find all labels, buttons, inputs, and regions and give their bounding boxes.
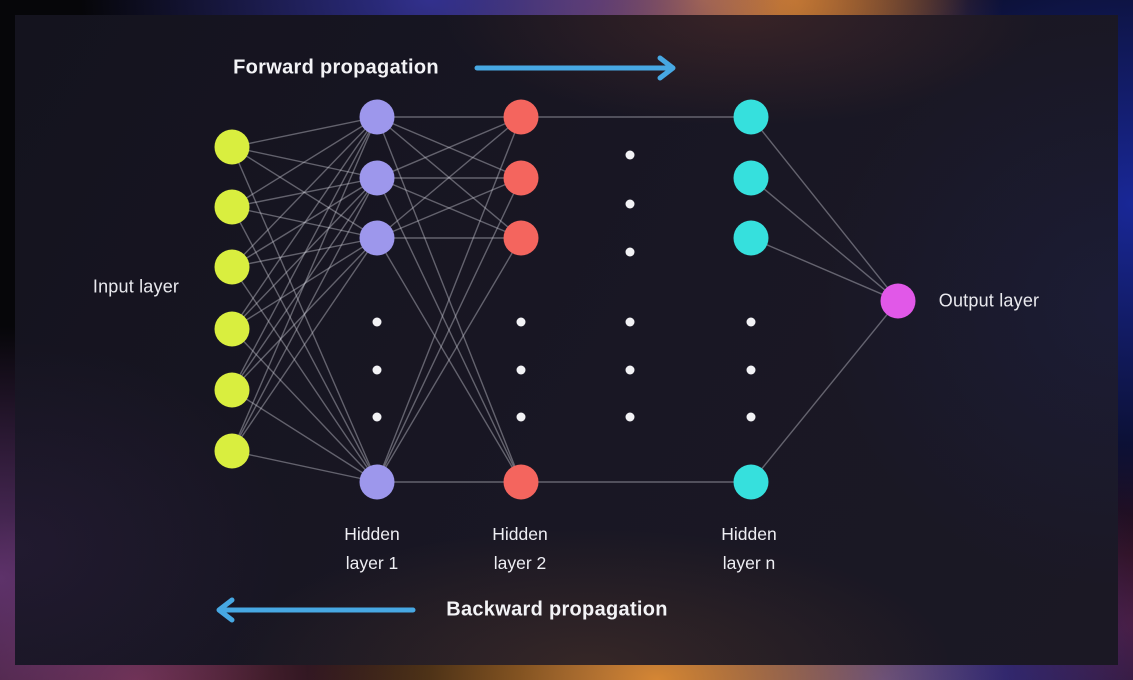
hidden-layer-1-node — [359, 220, 395, 256]
ellipsis-dot — [746, 365, 756, 375]
ellipsis-dot — [372, 317, 382, 327]
backward-propagation-title: Backward propagation — [446, 598, 668, 621]
hidden-layer-1-node — [359, 99, 395, 135]
ellipsis-dots-layer — [372, 150, 756, 422]
connection-line — [231, 116, 378, 452]
connection-line — [231, 146, 378, 179]
connection-line — [231, 146, 378, 239]
ellipsis-dot — [625, 199, 635, 209]
hidden-layer-2-label-line1: Hidden — [492, 524, 548, 544]
connection-line — [750, 116, 899, 302]
ellipsis-dot — [516, 365, 526, 375]
nodes-layer — [214, 99, 916, 500]
ellipsis-dot — [625, 317, 635, 327]
connection-line — [231, 116, 378, 148]
input-layer-label: Input layer — [92, 276, 180, 297]
forward-arrow — [474, 55, 676, 81]
ellipsis-dot — [625, 412, 635, 422]
input-layer-node — [214, 129, 250, 165]
input-layer-node — [214, 372, 250, 408]
connection-line — [231, 177, 378, 268]
hidden-layer-n-node — [733, 464, 769, 500]
hidden-layer-2-node — [503, 160, 539, 196]
hidden-layer-n-node — [733, 220, 769, 256]
input-layer-node — [214, 249, 250, 285]
ellipsis-dot — [516, 412, 526, 422]
connection-line — [376, 237, 522, 483]
forward-propagation-title: Forward propagation — [233, 56, 439, 79]
hidden-layer-2-node — [503, 220, 539, 256]
connection-line — [231, 328, 378, 483]
hidden-layer-1-label: Hidden layer 1 — [344, 520, 399, 578]
connections-layer — [231, 116, 899, 483]
connection-line — [376, 116, 522, 239]
connection-line — [376, 177, 522, 483]
ellipsis-dot — [746, 317, 756, 327]
connection-line — [376, 177, 522, 239]
connection-line — [750, 300, 899, 483]
connection-line — [231, 116, 378, 208]
connection-line — [750, 177, 899, 302]
backward-arrow — [216, 597, 416, 623]
ellipsis-dot — [372, 412, 382, 422]
connection-line — [231, 206, 378, 483]
hidden-layer-2-node — [503, 99, 539, 135]
connection-line — [376, 116, 522, 483]
input-layer-node — [214, 189, 250, 225]
hidden-layer-n-node — [733, 99, 769, 135]
hidden-layer-2-label-line2: layer 2 — [493, 553, 547, 573]
connection-line — [376, 177, 522, 239]
connection-line — [231, 177, 378, 452]
connection-line — [376, 116, 522, 179]
connection-line — [231, 116, 378, 330]
diagram-panel — [15, 15, 1118, 665]
connection-line — [231, 237, 378, 330]
hidden-layer-2-label: Hidden layer 2 — [492, 520, 547, 578]
connection-line — [231, 177, 378, 208]
backward-arrow-head — [216, 597, 235, 623]
forward-arrow-head — [657, 55, 676, 81]
connection-line — [231, 237, 378, 391]
ellipsis-dot — [625, 150, 635, 160]
connection-line — [231, 116, 378, 391]
output-layer-node — [880, 283, 916, 319]
connection-line — [231, 389, 378, 483]
hidden-layer-n-label-line2: layer n — [722, 553, 776, 573]
connection-line — [231, 177, 378, 391]
connection-line — [231, 206, 378, 239]
hidden-layer-1-label-line2: layer 1 — [345, 553, 399, 573]
input-layer-node — [214, 311, 250, 347]
connection-line — [376, 116, 522, 179]
connection-line — [231, 116, 378, 268]
ellipsis-dot — [372, 365, 382, 375]
output-layer-label: Output layer — [938, 290, 1040, 311]
connection-line — [231, 450, 378, 483]
hidden-layer-2-node — [503, 464, 539, 500]
hidden-layer-1-node — [359, 160, 395, 196]
connection-line — [376, 177, 522, 483]
input-layer-node — [214, 433, 250, 469]
hidden-layer-n-label-line1: Hidden — [721, 524, 777, 544]
connection-line — [231, 237, 378, 452]
connection-line — [376, 116, 522, 483]
hidden-layer-1-label-line1: Hidden — [344, 524, 400, 544]
connection-line — [376, 116, 522, 239]
ellipsis-dot — [516, 317, 526, 327]
connection-line — [231, 237, 378, 268]
hidden-layer-n-label: Hidden layer n — [721, 520, 776, 578]
ellipsis-dot — [746, 412, 756, 422]
hidden-layer-1-node — [359, 464, 395, 500]
connection-line — [750, 237, 899, 302]
connection-line — [231, 146, 378, 483]
ellipsis-dot — [625, 247, 635, 257]
ellipsis-dot — [625, 365, 635, 375]
connection-line — [231, 177, 378, 330]
hidden-layer-n-node — [733, 160, 769, 196]
connection-line — [376, 237, 522, 483]
connection-line — [231, 266, 378, 483]
